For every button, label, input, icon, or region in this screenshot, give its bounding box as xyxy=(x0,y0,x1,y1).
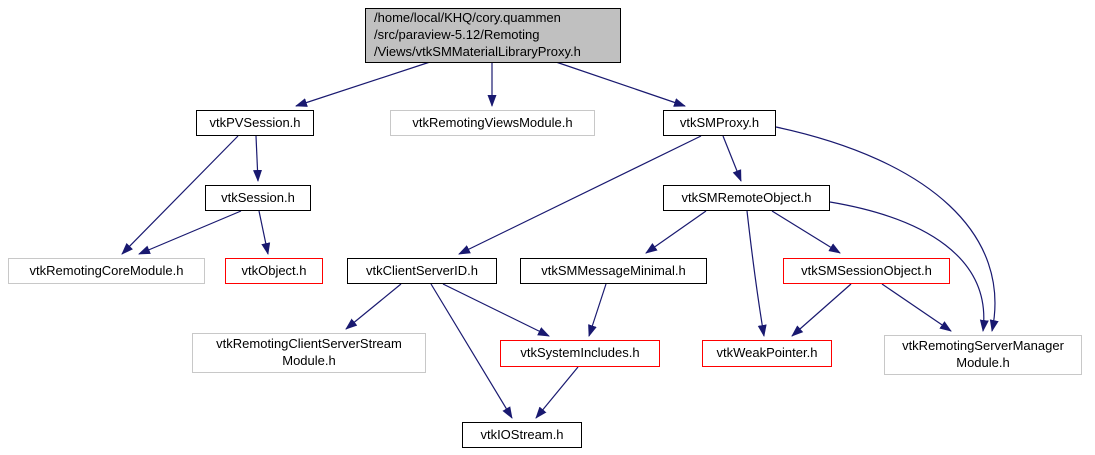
graph-node-vtkSMProxy[interactable]: vtkSMProxy.h xyxy=(663,110,776,136)
edge-vtkSMRemoteObject-to-vtkWeakPointer xyxy=(746,210,767,337)
edge-vtkClientServerID-to-vtkRemotingClientServerStreamModule xyxy=(345,283,402,330)
edge-vtkClientServerID-to-vtkSystemIncludes xyxy=(442,283,550,337)
edge-vtkSMRemoteObject-to-vtkSMSessionObject xyxy=(771,210,841,254)
graph-node-vtkSMSessionObject[interactable]: vtkSMSessionObject.h xyxy=(783,258,950,284)
edge-vtkSession-to-vtkRemotingCoreModule xyxy=(138,210,242,255)
graph-node-vtkSession[interactable]: vtkSession.h xyxy=(205,185,311,211)
edge-vtkSMProxy-to-vtkSMRemoteObject xyxy=(722,135,742,182)
graph-node-vtkIOStream[interactable]: vtkIOStream.h xyxy=(462,422,582,448)
edge-vtkSMProxy-to-vtkRemotingServerManagerModule xyxy=(775,126,999,332)
edge-vtkSession-to-vtkObject xyxy=(258,210,271,255)
graph-node-vtkSMMessageMinimal[interactable]: vtkSMMessageMinimal.h xyxy=(520,258,707,284)
edge-vtkSMSessionObject-to-vtkWeakPointer xyxy=(791,283,852,337)
graph-node-vtkRemotingCoreModule[interactable]: vtkRemotingCoreModule.h xyxy=(8,258,205,284)
graph-node-vtkWeakPointer[interactable]: vtkWeakPointer.h xyxy=(702,340,832,367)
graph-node-vtkClientServerID[interactable]: vtkClientServerID.h xyxy=(347,258,497,284)
graph-node-vtkObject[interactable]: vtkObject.h xyxy=(225,258,323,284)
graph-node-vtkSystemIncludes[interactable]: vtkSystemIncludes.h xyxy=(500,340,660,367)
graph-node-root: /home/local/KHQ/cory.quammen /src/paravi… xyxy=(365,8,621,63)
edge-vtkSMSessionObject-to-vtkRemotingServerManagerModule xyxy=(881,283,952,332)
edge-vtkPVSession-to-vtkSession xyxy=(253,135,263,182)
edge-vtkSMMessageMinimal-to-vtkSystemIncludes xyxy=(588,283,607,337)
edge-vtkSystemIncludes-to-vtkIOStream xyxy=(535,366,579,419)
graph-node-vtkPVSession[interactable]: vtkPVSession.h xyxy=(196,110,314,136)
graph-node-vtkRemotingServerManagerModule[interactable]: vtkRemotingServerManager Module.h xyxy=(884,335,1082,375)
graph-node-vtkSMRemoteObject[interactable]: vtkSMRemoteObject.h xyxy=(663,185,830,211)
edge-root-to-vtkPVSession xyxy=(295,61,431,107)
graph-node-vtkRemotingViewsModule[interactable]: vtkRemotingViewsModule.h xyxy=(390,110,595,136)
edge-vtkSMRemoteObject-to-vtkSMMessageMinimal xyxy=(645,210,707,254)
edge-root-to-vtkSMProxy xyxy=(555,61,686,107)
graph-node-vtkRemotingClientServerStreamModule[interactable]: vtkRemotingClientServerStream Module.h xyxy=(192,333,426,373)
